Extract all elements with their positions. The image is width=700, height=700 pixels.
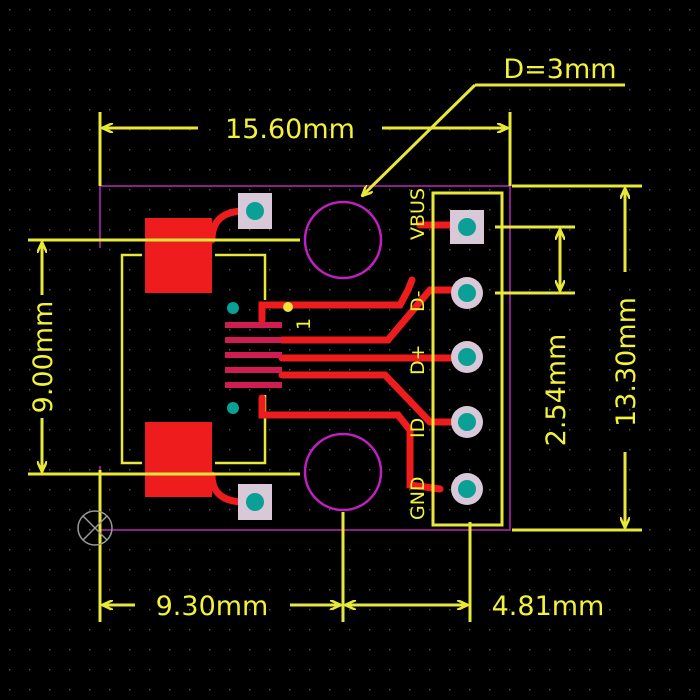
traces (208, 207, 464, 506)
svg-text:D=3mm: D=3mm (503, 54, 616, 85)
svg-text:15.60mm: 15.60mm (225, 114, 355, 145)
dim-height: 13.30mm (512, 184, 642, 532)
dim-hole-offset: 9.30mm (156, 591, 269, 622)
dim-connector-width: 9.00mm (28, 238, 300, 476)
dim-header-offset: 4.81mm (492, 591, 605, 622)
mount-hole-bottom (303, 432, 383, 512)
svg-text:9.00mm: 9.00mm (28, 301, 59, 414)
pin-label-vbus: VBUS (407, 188, 429, 240)
shield-pad-bottom (145, 422, 212, 497)
dim-hole-diameter: D=3mm (362, 54, 625, 196)
shield-pad-top (145, 218, 212, 293)
dim-width: 15.60mm (98, 112, 512, 186)
dim-pin-pitch: 2.54mm (495, 225, 575, 447)
pin1-dot (283, 302, 293, 312)
pin-label-dplus: D+ (407, 344, 429, 375)
origin-marker-icon (77, 510, 113, 546)
svg-text:2.54mm: 2.54mm (541, 334, 572, 447)
pin-label-gnd: GND (407, 476, 429, 520)
header-pins (450, 210, 484, 505)
dim-bottom: 9.30mm 4.81mm (98, 470, 605, 622)
pin-label-id: ID (407, 418, 429, 438)
pin-label-dminus: D- (407, 291, 429, 313)
mount-hole-top (303, 200, 383, 280)
header-outline (431, 191, 504, 527)
pin1-label: 1 (293, 318, 315, 330)
via (227, 402, 239, 414)
svg-text:13.30mm: 13.30mm (611, 297, 642, 427)
via (227, 302, 239, 314)
usb-fingers (225, 322, 282, 388)
